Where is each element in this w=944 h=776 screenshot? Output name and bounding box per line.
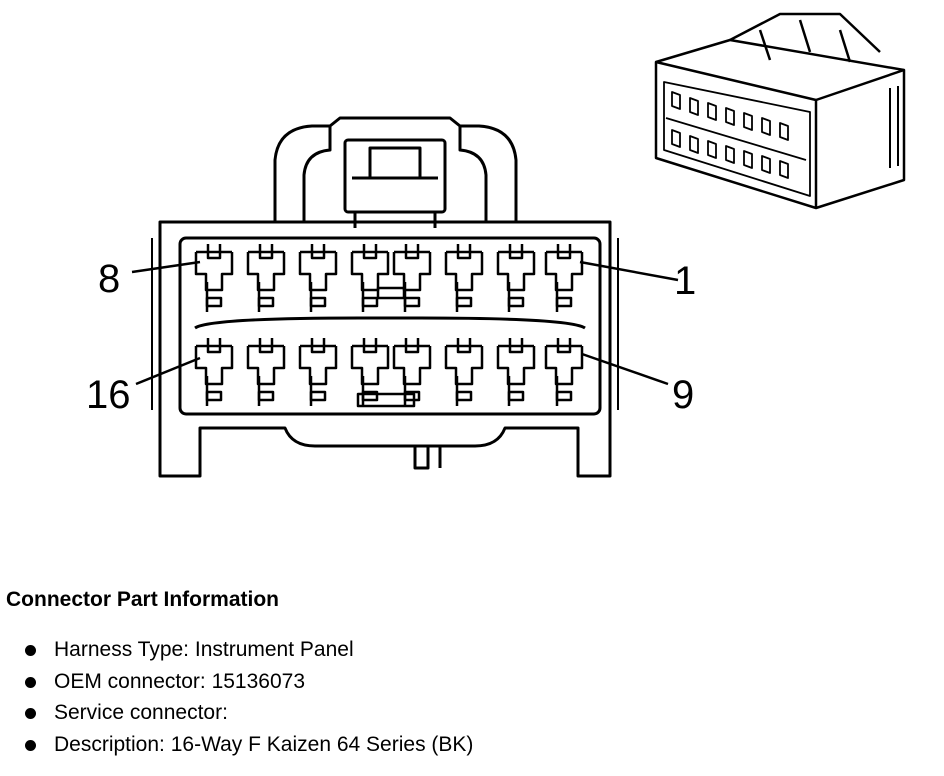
pin-label-16: 16 [86,373,131,417]
pin-cavity-15 [246,338,286,406]
bullet-icon [25,708,36,719]
item-value: 15136073 [211,669,306,693]
pin-cavity-12 [392,338,432,406]
pin-cavity-16 [194,338,234,406]
center-key-bottom [356,392,416,408]
connector-part-information: Connector Part Information Harness Type:… [6,588,926,760]
pin-label-9: 9 [672,373,694,417]
pin-cavity-11 [444,338,484,406]
list-item-oem-connector: OEM connector: 15136073 [6,666,926,698]
list-item-harness-type: Harness Type: Instrument Panel [6,634,926,666]
item-label: OEM connector: [54,669,206,693]
pin-cavity-1 [544,244,584,312]
pin-label-1: 1 [674,259,696,303]
bullet-icon [25,676,36,688]
center-key-top [376,286,406,300]
item-value: Instrument Panel [194,638,354,661]
pin-cavity-4 [392,244,432,312]
section-title: Connector Part Information [6,588,280,611]
pin-cavity-10 [496,338,536,406]
info-list: Harness Type: Instrument Panel OEM conne… [6,634,926,760]
list-item-description: Description: 16-Way F Kaizen 64 Series (… [6,729,926,761]
list-item-service-connector: Service connector: [6,697,926,729]
callout-lines [131,260,679,386]
pin-cavity-7 [246,244,286,312]
item-value: 16-Way F Kaizen 64 Series (BK) [170,732,474,756]
pin-cavity-14 [298,338,338,406]
item-label: Service connector: [54,701,228,724]
pin-cavity-5 [350,244,390,312]
connector-latch [273,116,518,228]
item-label: Description: [54,732,165,756]
cavity-row-top [194,244,584,312]
pin-cavity-8 [194,244,234,312]
item-label: Harness Type: [54,638,190,661]
bullet-icon [25,739,36,751]
pin-cavity-6 [298,244,338,312]
bullet-icon [25,645,36,656]
pin-cavity-2 [496,244,536,312]
pin-cavity-13 [350,338,390,406]
connector-diagram: 8 1 16 9 [86,12,906,478]
connector-housing [151,220,619,478]
pin-label-8: 8 [98,257,120,301]
cavity-row-bottom [194,338,584,408]
pin-cavity-3 [444,244,484,312]
pin-cavity-9 [544,338,584,406]
connector-isometric-view [654,12,906,210]
